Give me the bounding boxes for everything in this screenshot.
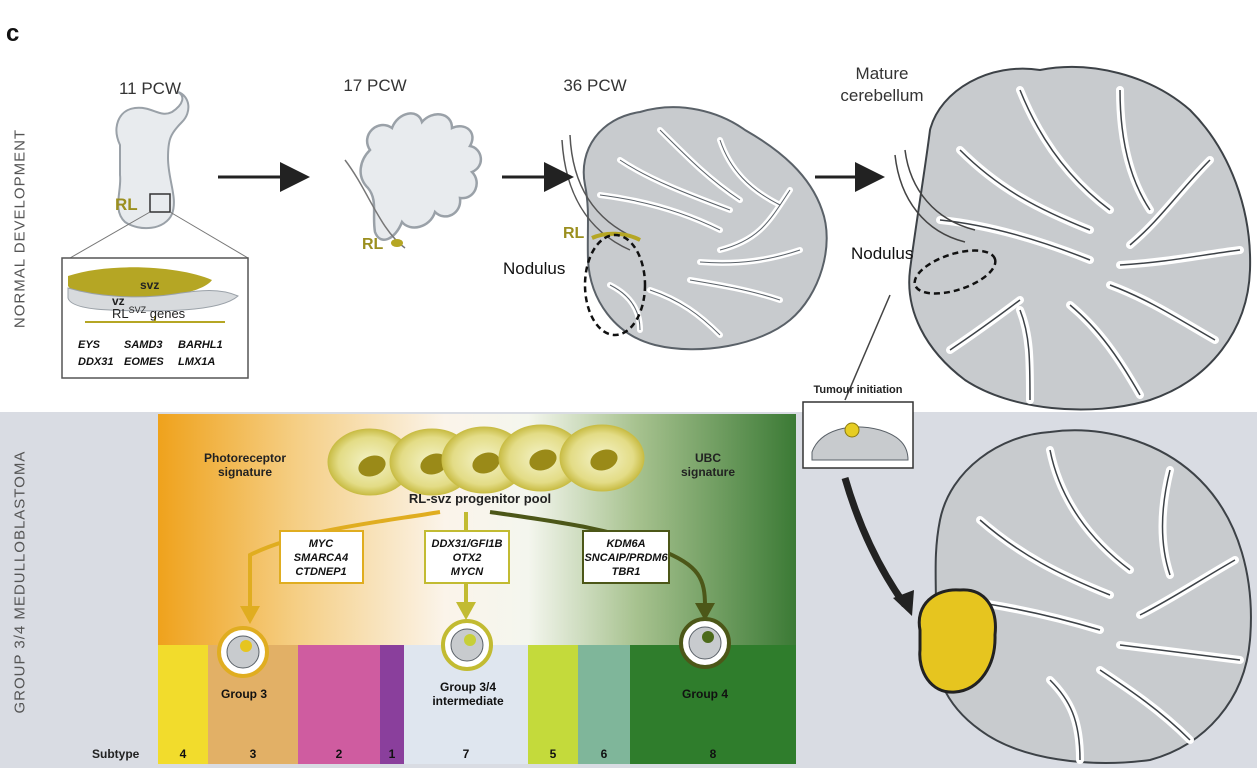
panel-letter: c [6,20,20,47]
inset-genes-title: RLSVZ genes [112,305,186,321]
vz-layer [67,287,239,312]
inset-vz-label: vz [112,294,125,308]
subtype-number-3: 3 [250,747,257,761]
gene-box-group3-line-2: SMARCA4 [294,552,348,564]
tumour-icon-group4 [679,617,731,669]
rl-17pcw [391,239,403,247]
stage-label-36pcw: 36 PCW [563,76,627,95]
inset-source-box [149,193,171,213]
gene-box-intermediate-line-2: OTX2 [453,552,482,564]
group3-label: Group 3 [221,687,267,701]
progenitor-pool-label: RL-svz progenitor pool [409,491,551,506]
inset-gene-ddx31: DDX31 [78,356,113,368]
gene-box-group4 [582,530,670,584]
gene-box-group4-line-2: SNCAIP/PRDM6 [584,552,668,564]
inset-svz-label: svz [140,278,159,292]
gene-box-group4-line-1: KDM6A [606,538,645,550]
gene-box-group3-line-1: MYC [309,538,335,550]
rl-label-36pcw: RL [563,225,585,242]
tumour-seed [844,422,860,438]
subtype-number-5: 5 [550,747,557,761]
subtype-strip-4 [158,645,208,764]
rl-36pcw [591,231,641,242]
tumour-initiation-label: Tumour initiation [813,384,902,396]
rl-label-17pcw: RL [362,236,384,253]
nodulus-mature-outline [913,249,997,295]
svz-layer [68,267,212,301]
cerebellum-36pcw [582,106,828,351]
subtype-number-1: 1 [389,747,396,761]
nodulus-36pcw-outline [583,233,647,337]
cerebellum-tumour [933,429,1252,764]
subtype-strip-6 [578,645,630,764]
inset-gene-eomes: EOMES [124,356,164,368]
inset-gene-lmx1a: LMX1A [178,356,215,368]
subtype-number-6: 6 [601,747,608,761]
tumour-mass [917,588,997,694]
subtype-strip-2 [298,645,380,764]
tumour-arrow [841,477,908,608]
cerebellum-mature [908,66,1252,411]
gene-box-group3-line-3: CTDNEP1 [295,566,346,578]
inset-gene-eys: EYS [78,339,101,351]
inset-gene-samd3: SAMD3 [124,339,163,351]
nodulus-label-36pcw: Nodulus [503,259,565,278]
inset-gene-barhl1: BARHL1 [178,339,223,351]
stage-label-17pcw: 17 PCW [343,76,407,95]
cerebellum-17pcw [359,112,482,241]
nodulus-label-mature: Nodulus [851,244,913,263]
progenitor-cells [327,424,645,496]
subtype-strip-5 [528,645,578,764]
subtype-number-2: 2 [336,747,343,761]
tumour-icon-intermediate [441,619,493,671]
group4-label: Group 4 [682,687,728,701]
stage-label-11pcw: 11 PCW [118,79,182,98]
subtype-number-4: 4 [180,747,187,761]
subtype-strips [158,645,796,764]
gene-box-group4-line-3: TBR1 [612,566,641,578]
rl-label-11pcw: RL [115,195,138,214]
gene-box-group3 [279,530,364,584]
pathway-arrow-group3 [248,510,441,610]
gene-box-intermediate-line-3: MYCN [451,566,484,578]
gene-box-intermediate [424,530,510,584]
subtype-number-8: 8 [710,747,717,761]
subtype-strip-1 [380,645,404,764]
subtype-label: Subtype [92,747,140,761]
gene-box-intermediate-line-1: DDX31/GFI1B [432,538,503,550]
subtype-number-7: 7 [463,747,470,761]
tumour-icon-group3 [217,626,269,678]
stage-label-mature: Mature cerebellum [840,64,924,105]
